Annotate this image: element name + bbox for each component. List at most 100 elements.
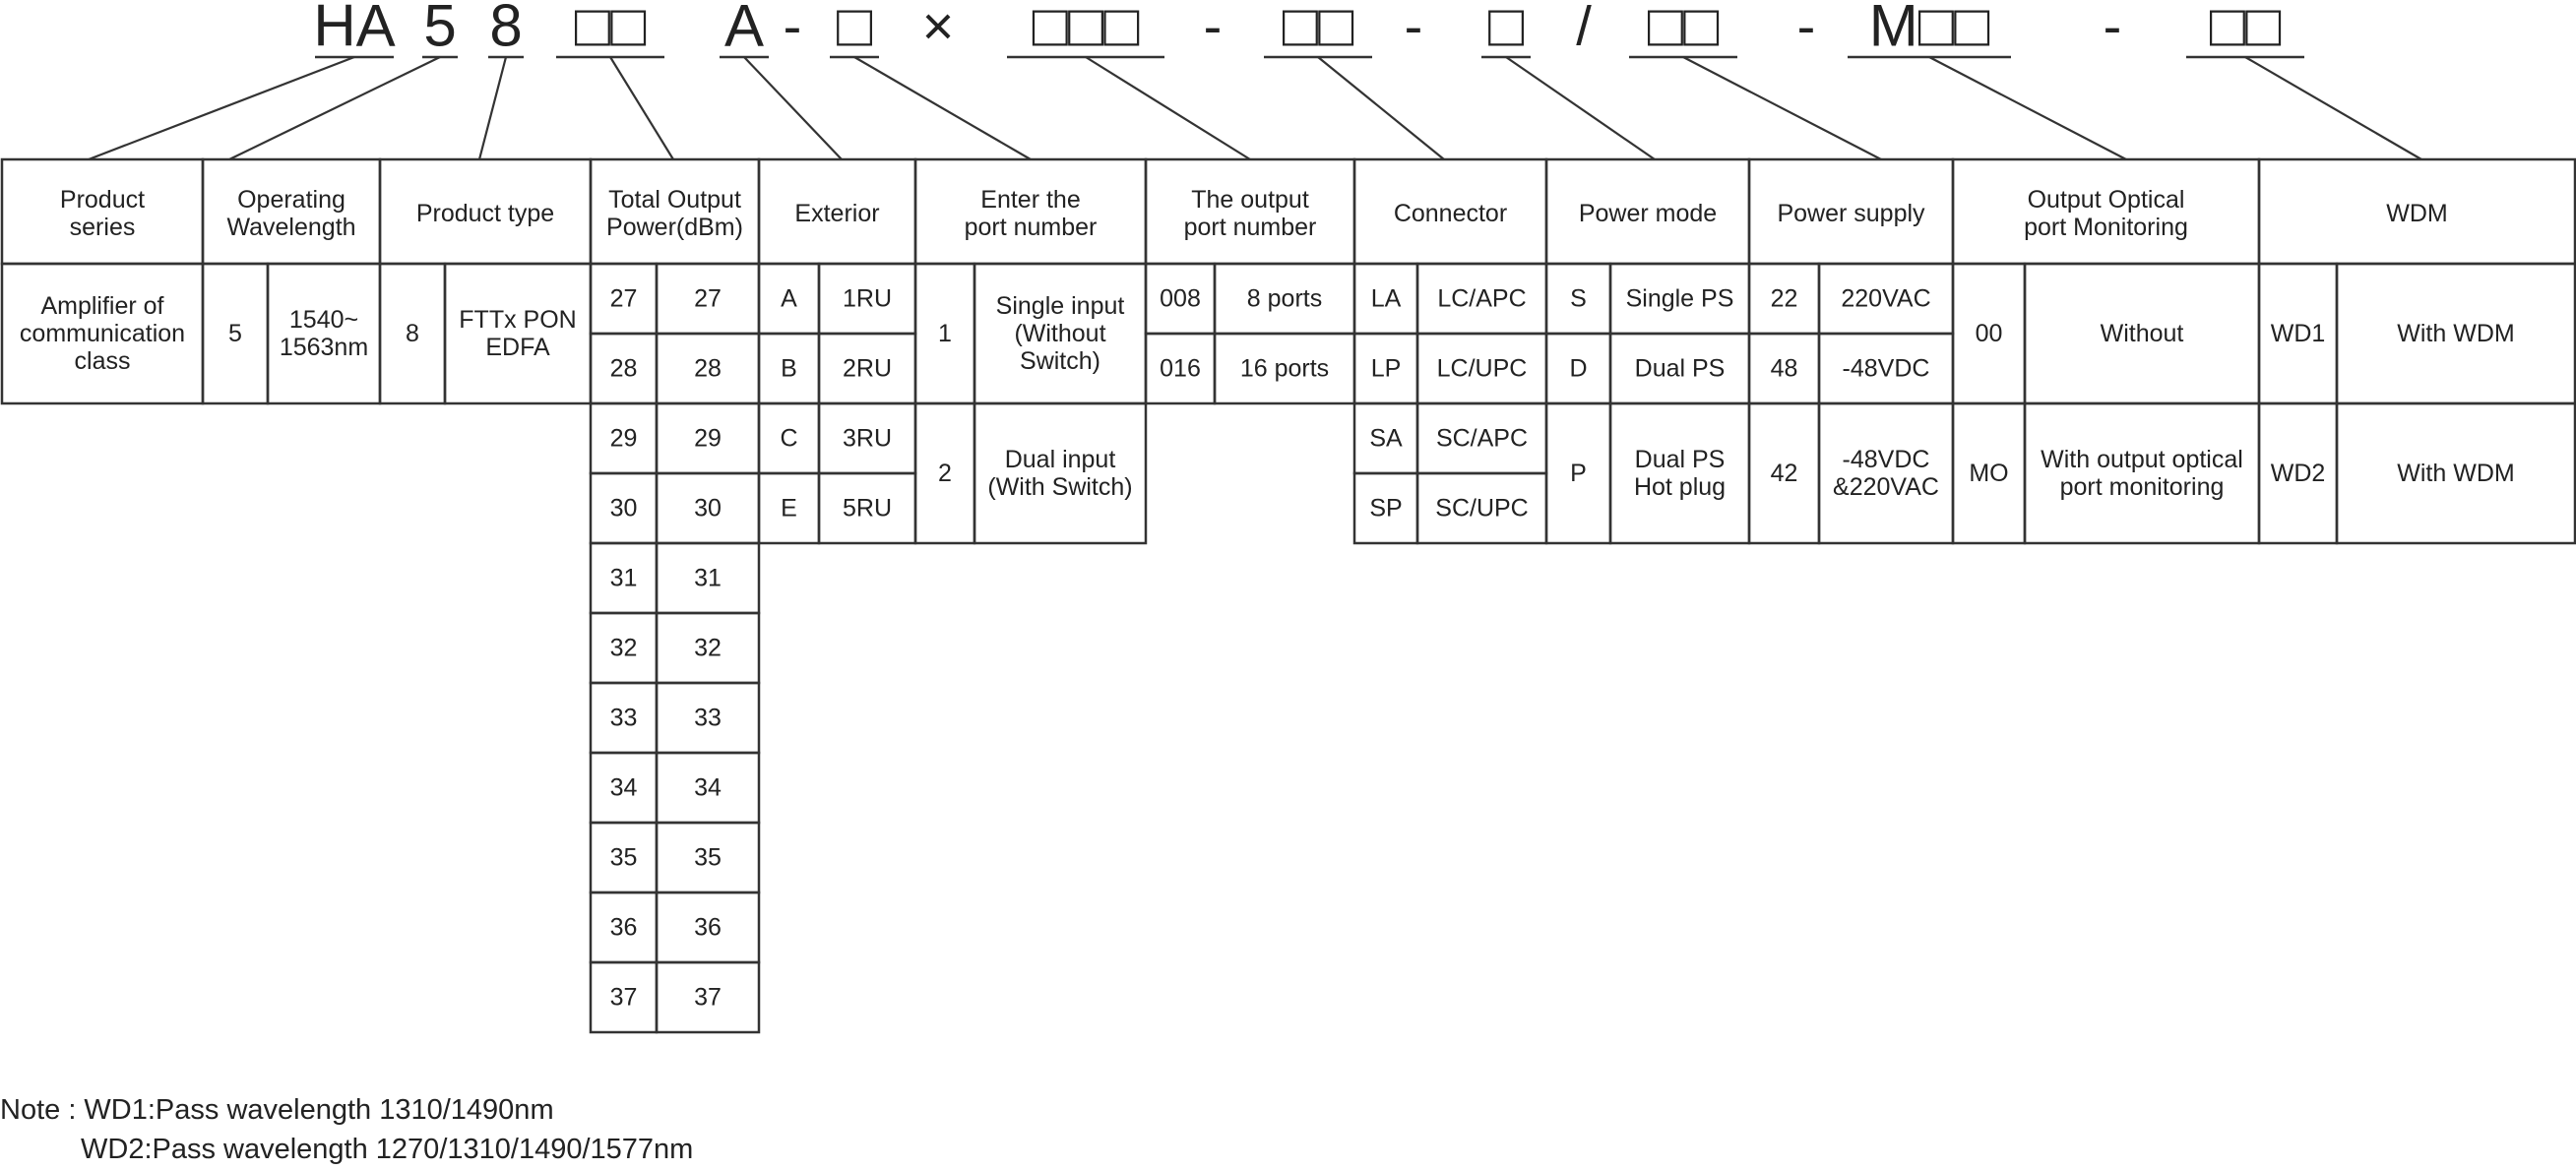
code-4-1-7: 33	[610, 705, 638, 732]
desc-7-1-2: 16 ports	[1240, 355, 1329, 383]
desc-4-1-9: 35	[694, 844, 722, 872]
code-9-1-2: D	[1569, 355, 1587, 383]
desc-8-2-2: SC/UPC	[1435, 495, 1528, 523]
code-separator-4: -	[1405, 0, 1423, 57]
code-10-1-1: 22	[1771, 285, 1798, 313]
desc-10-1-2: -48VDC	[1843, 355, 1930, 383]
code-segment-7: □□□	[1033, 0, 1140, 59]
desc-10-2: -48VDC&220VAC	[1833, 446, 1939, 501]
leader-line-5	[743, 56, 843, 160]
code-4-1-8: 34	[610, 774, 638, 802]
code-8-2-2: SP	[1369, 495, 1402, 523]
leader-line-12	[2244, 56, 2422, 160]
code-9-1-1: S	[1570, 285, 1587, 313]
code-segment-11: M□□	[1869, 0, 1989, 59]
code-8-2-1: SA	[1369, 425, 1403, 453]
desc-5-1-3: 3RU	[843, 425, 892, 453]
code-segment-2: 5	[423, 0, 456, 59]
desc-5-1-2: 2RU	[843, 355, 892, 383]
note-line-wd1: Note : WD1:Pass wavelength 1310/1490nm	[0, 1094, 554, 1126]
desc-2-1: 1540~1563nm	[280, 306, 368, 361]
desc-7-1-1: 8 ports	[1247, 285, 1322, 313]
header-label-8: Connector	[1394, 200, 1507, 227]
leader-line-10	[1682, 56, 1882, 160]
desc-4-1-3: 29	[694, 425, 722, 453]
code-separator-6: -	[1797, 0, 1816, 57]
desc-4-1-10: 36	[694, 914, 722, 942]
code-12-1: WD1	[2271, 320, 2326, 347]
code-4-1-4: 30	[610, 495, 638, 523]
desc-11-1: Without	[2101, 320, 2184, 347]
header-label-12: WDM	[2386, 200, 2447, 227]
code-segment-10: □□	[1648, 0, 1719, 59]
desc-cell-4-1-11	[655, 960, 761, 1034]
code-separator-3: -	[1204, 0, 1223, 57]
code-4-1-2: 28	[610, 355, 638, 383]
code-4-1-11: 37	[610, 984, 638, 1012]
desc-9-1-2: Dual PS	[1635, 355, 1726, 383]
code-segment-3: 8	[489, 0, 522, 59]
leader-line-1	[88, 55, 355, 161]
desc-8-1-2: LC/UPC	[1437, 355, 1528, 383]
code-segment-5: A	[724, 0, 764, 59]
desc-4-1-11: 37	[694, 984, 722, 1012]
leader-line-7	[1085, 56, 1251, 160]
code-5-1-4: E	[781, 495, 797, 523]
header-label-10: Power supply	[1777, 200, 1925, 227]
code-separator-1: -	[784, 0, 802, 57]
code-separator-7: -	[2104, 0, 2122, 57]
desc-cell-12-2	[2335, 401, 2576, 545]
desc-4-1-1: 27	[694, 285, 722, 313]
code-segment-12: □□	[2210, 0, 2281, 59]
code-4-1-6: 32	[610, 635, 638, 662]
desc-4-1-5: 31	[694, 565, 722, 592]
desc-6-2: Dual input(With Switch)	[987, 446, 1132, 501]
header-label-9: Power mode	[1579, 200, 1717, 227]
code-5-1-1: A	[781, 285, 797, 313]
desc-5-1-4: 5RU	[843, 495, 892, 523]
code-segment-6: □	[837, 0, 872, 59]
desc-8-2-1: SC/APC	[1436, 425, 1528, 453]
code-8-1-2: LP	[1371, 355, 1402, 383]
leader-line-2	[228, 56, 441, 160]
desc-10-1-1: 220VAC	[1841, 285, 1930, 313]
code-4-1-1: 27	[610, 285, 638, 313]
note-line-wd2: WD2:Pass wavelength 1270/1310/1490/1577n…	[81, 1134, 694, 1165]
leader-line-11	[1928, 56, 2127, 160]
code-11-2: MO	[1969, 460, 2008, 487]
desc-8-1-1: LC/APC	[1437, 285, 1526, 313]
code-6-2: 2	[938, 460, 952, 487]
code-2-1: 5	[228, 320, 242, 347]
desc-4-1-6: 32	[694, 635, 722, 662]
leader-line-8	[1317, 56, 1445, 160]
desc-9-1-1: Single PS	[1626, 285, 1734, 313]
desc-4-1-4: 30	[694, 495, 722, 523]
code-5-1-3: C	[780, 425, 797, 453]
desc-12-2: With WDM	[2397, 460, 2514, 487]
code-11-1: 00	[1976, 320, 2003, 347]
leader-line-4	[609, 56, 674, 160]
code-7-1-2: 016	[1160, 355, 1201, 383]
leader-line-3	[477, 56, 508, 160]
code-separator-2: ×	[922, 0, 955, 57]
leader-line-9	[1505, 56, 1656, 160]
desc-12-1: With WDM	[2397, 320, 2514, 347]
code-separator-5: /	[1576, 0, 1592, 57]
desc-4-1-7: 33	[694, 705, 722, 732]
desc-cell-6-2	[973, 401, 1148, 545]
code-10-1-2: 48	[1771, 355, 1798, 383]
code-4-1-9: 35	[610, 844, 638, 872]
header-label-5: Exterior	[794, 200, 879, 227]
code-4-1-3: 29	[610, 425, 638, 453]
desc-4-1-2: 28	[694, 355, 722, 383]
